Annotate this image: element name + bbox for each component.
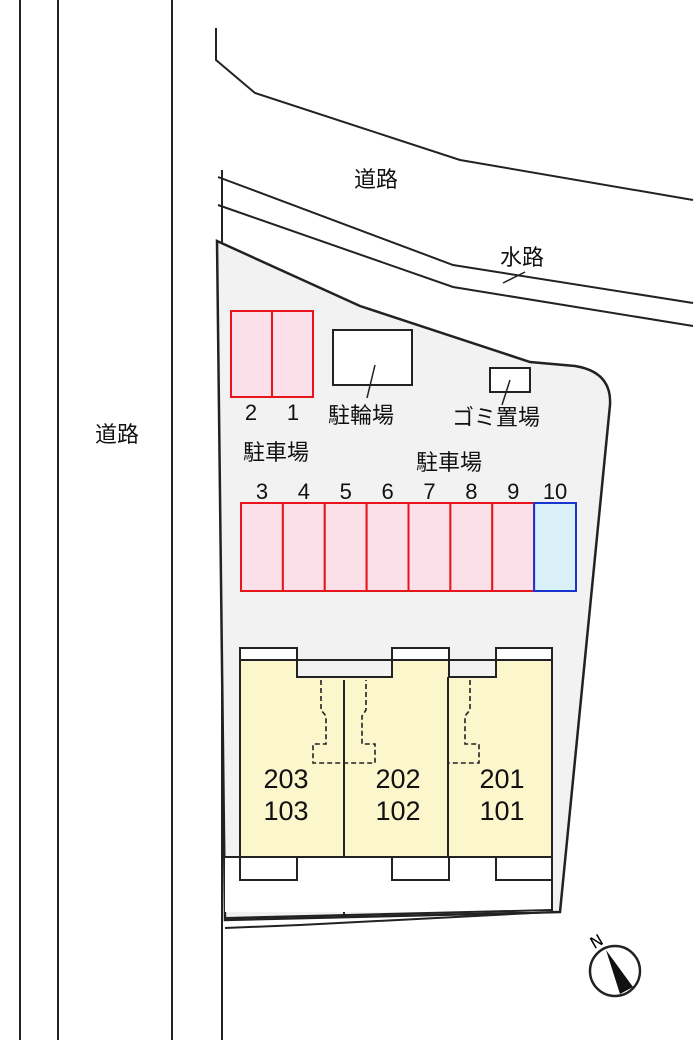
parking-space-2[interactable] xyxy=(230,310,273,398)
parking-label-left: 駐車場 xyxy=(243,441,309,466)
unit-upper: 203 xyxy=(263,764,308,794)
parking-number: 6 xyxy=(381,479,393,504)
parking-space-4[interactable] xyxy=(281,502,326,592)
garbage-label: ゴミ置場 xyxy=(452,406,540,431)
bicycle-leader xyxy=(366,364,376,399)
parking-number: 10 xyxy=(543,479,567,504)
unit-202-102[interactable]: 202 102 xyxy=(375,764,420,826)
unit-upper: 201 xyxy=(479,764,524,794)
parking-label-right: 駐車場 xyxy=(416,451,482,476)
waterway-edge-lower xyxy=(217,204,694,327)
waterway-edge-upper xyxy=(217,176,694,304)
parking-number: 4 xyxy=(298,479,310,504)
parking-space-1[interactable] xyxy=(271,310,314,398)
parking-number: 7 xyxy=(423,479,435,504)
road-label-left: 道路 xyxy=(95,423,139,448)
parking-space-10[interactable] xyxy=(533,502,577,592)
parking-number: 2 xyxy=(245,400,257,425)
left-road xyxy=(19,0,223,1040)
parking-number: 5 xyxy=(340,479,352,504)
parking-space-9[interactable] xyxy=(491,502,536,592)
unit-lower: 102 xyxy=(375,796,420,826)
parking-number: 1 xyxy=(287,400,299,425)
building xyxy=(224,647,553,929)
unit-upper: 202 xyxy=(375,764,420,794)
parking-number: 3 xyxy=(256,479,268,504)
unit-203-103[interactable]: 203 103 xyxy=(263,764,308,826)
parking-space-7[interactable] xyxy=(407,502,452,592)
parking-space-6[interactable] xyxy=(365,502,410,592)
bicycle-parking-label: 駐輪場 xyxy=(328,404,394,429)
parking-number: 9 xyxy=(507,479,519,504)
waterway-leader xyxy=(502,271,526,284)
unit-201-101[interactable]: 201 101 xyxy=(479,764,524,826)
parking-row: 3 4 5 6 7 8 9 10 xyxy=(240,479,577,592)
unit-lower: 101 xyxy=(479,796,524,826)
garbage-leader xyxy=(501,379,511,406)
top-road-edge xyxy=(215,28,694,201)
north-compass-icon: N xyxy=(587,930,642,998)
waterway-label: 水路 xyxy=(500,246,544,271)
parking-space-3[interactable] xyxy=(240,502,284,592)
road-label-top: 道路 xyxy=(354,168,398,193)
parking-space-8[interactable] xyxy=(449,502,494,592)
parking-number: 8 xyxy=(465,479,477,504)
parking-space-5[interactable] xyxy=(323,502,368,592)
unit-lower: 103 xyxy=(263,796,308,826)
parking-small: 2 1 xyxy=(230,310,314,425)
